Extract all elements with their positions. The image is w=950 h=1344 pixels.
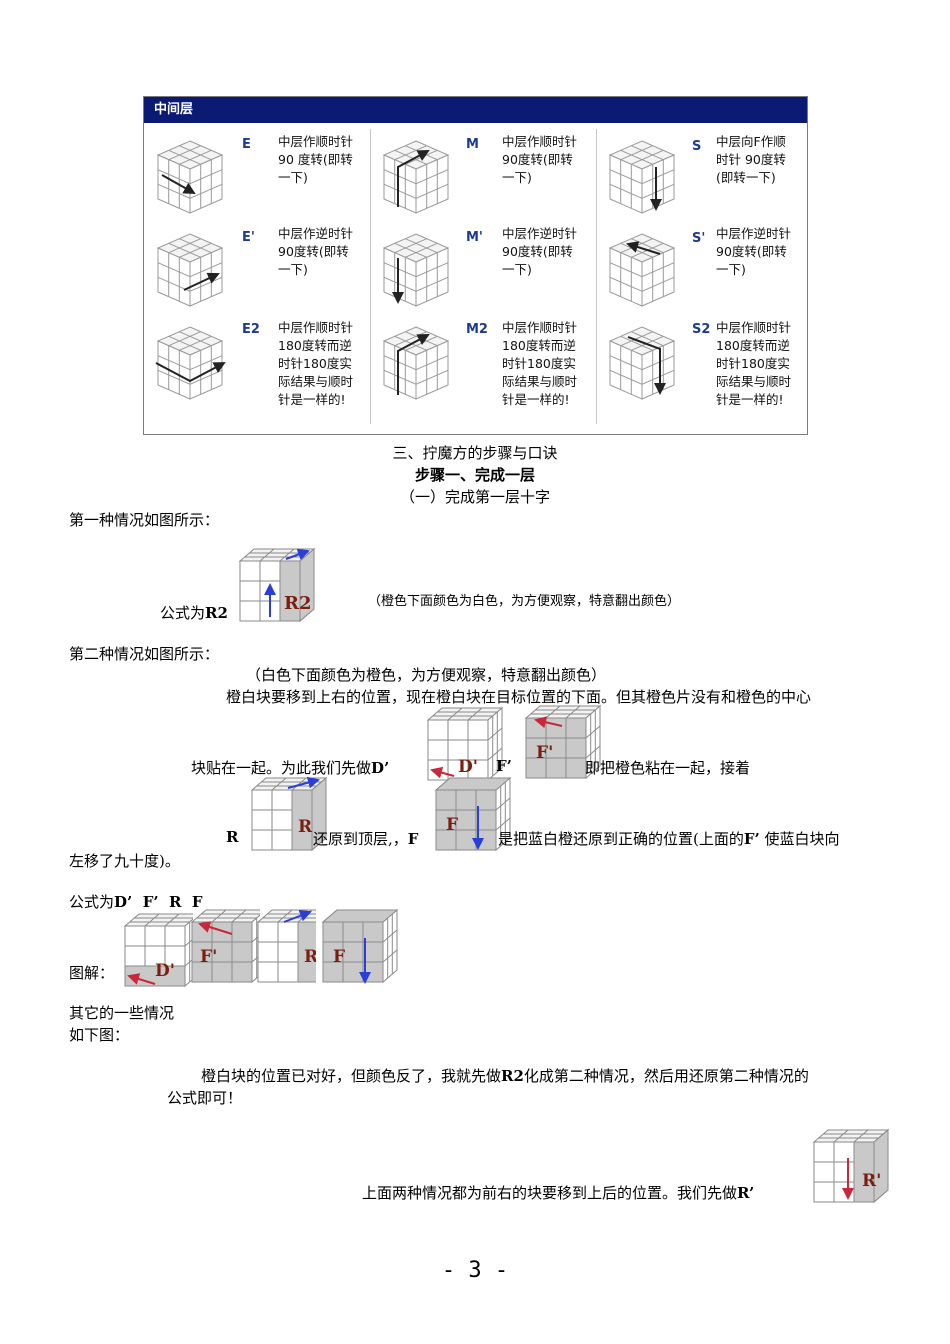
move-r2: R2 [501,1067,524,1085]
move-code-m2: M2 [466,322,488,337]
move-desc-m-prime: 中层作逆时针 90度转(即转 一下) [502,226,578,277]
para-text: 是把蓝白橙还原到正确的位置(上面的 [498,830,744,848]
others-para: 橙白块的位置已对好，但颜色反了，我就先做R2化成第二种情况，然后用还原第二种情况… [201,1065,809,1086]
cube-d-prime-illustration: D' [427,707,503,781]
cube-e-diagram [157,140,223,214]
cube-label: R2 [284,593,311,614]
cube-label: D' [458,757,478,777]
middle-layer-table: 中间层 E 中层作顺时针 90 度转(即转 一下) E' 中层作逆时针 90度转… [143,96,808,435]
others-line1: 其它的一些情况 [69,1004,175,1022]
move-code-e2: E2 [242,322,260,337]
formula-prefix: 公式为 [160,604,206,622]
cube-f-illustration: F [434,777,512,851]
section-title: 三、拧魔方的步骤与口诀 [392,444,558,462]
cube-r-illustration: R [251,776,327,852]
step-title: 步骤一、完成一层 [414,466,535,484]
cube-label: F [333,947,345,967]
column-divider [370,129,371,424]
cube-label: F' [200,947,217,967]
para-text: 上面两种情况都为前右的块要移到上后的位置。我们先做 [362,1184,738,1202]
move-d-prime: D’ [371,759,390,777]
cube-s2-diagram [609,326,675,400]
last-line: 上面两种情况都为前右的块要移到上后的位置。我们先做R’ [362,1182,754,1203]
diagram-cube-d-prime: D' [124,913,193,987]
case2-note: （白色下面颜色为橙色，为方便观察，特意翻出颜色） [246,666,607,684]
cube-s-prime-diagram [609,233,675,307]
cube-label: F' [536,743,553,763]
move-f: F [407,830,419,848]
cube-f-prime-illustration: F' [525,705,601,779]
cube-e-prime-diagram [157,233,223,307]
case1-note: （橙色下面颜色为白色，为方便观察，特意翻出颜色） [368,594,681,609]
move-r: R [226,828,239,846]
formula-value: D’ F’ R F [114,893,203,911]
cube-label: F [446,815,458,835]
para-text: 化成第二种情况，然后用还原第二种情况的 [523,1067,809,1085]
para-text: 块贴在一起。为此我们先做 [191,759,372,777]
case2-formula: 公式为D’ F’ R F [69,891,203,912]
case2-para4: 左移了九十度)。 [69,852,180,870]
cube-m2-diagram [383,326,449,400]
cube-r-prime-illustration: R' [813,1128,889,1204]
case2-para1: 橙白块要移到上右的位置，现在橙白块在目标位置的下面。但其橙色片没有和橙色的中心 [226,688,812,706]
cube-r2-illustration: R2 [239,547,315,623]
cube-label: D' [155,961,175,981]
move-desc-m: 中层作顺时针 90度转(即转 一下) [502,134,578,185]
para-text: 橙白块的位置已对好，但颜色反了，我就先做 [201,1067,502,1085]
case2-para2: 块贴在一起。为此我们先做D’ [191,757,389,778]
cube-label: R [304,947,316,967]
cube-m-prime-diagram [383,233,449,307]
move-desc-s: 中层向F作顺 时针 90度转 (即转一下) [716,134,786,185]
move-code-s: S [692,139,702,154]
move-desc-s-prime: 中层作逆时针 90度转(即转 一下) [716,226,792,277]
page-number: - 3 - [441,1258,509,1283]
move-r-prime: R’ [737,1184,755,1202]
case2-intro: 第二种情况如图所示： [69,645,220,663]
column-divider [596,129,597,424]
move-f-prime: F’ [496,757,512,775]
diagram-cube-r: R [257,909,316,983]
others-line2: 如下图： [69,1026,130,1044]
move-f-prime: F’ [743,830,760,848]
move-code-s-prime: S' [692,231,706,246]
diagram-label: 图解： [69,964,115,982]
cube-label: R [298,817,313,837]
move-code-m-prime: M' [466,230,483,245]
cube-m-diagram [383,140,449,214]
move-desc-m2: 中层作顺时针 180度转而逆 时针180度实 际结果与顺时 针是一样的! [502,320,578,407]
case2-r-label: R [226,828,238,846]
move-code-e: E [242,137,251,152]
cube-s-diagram [609,140,675,214]
table-header: 中间层 [144,97,807,123]
others-para-end: 公式即可！ [167,1089,243,1107]
case2-para2b: 即把橙色粘在一起，接着 [585,759,751,777]
case1-intro: 第一种情况如图所示： [69,511,220,529]
move-code-e-prime: E' [242,230,255,245]
sub-title: （一）完成第一层十字 [399,488,550,506]
para-text: 使蓝白块向 [764,830,840,848]
case2-para3b: 是把蓝白橙还原到正确的位置(上面的F’ 使蓝白块向 [498,828,840,849]
para-text: 还原到顶层,， [313,830,408,848]
move-desc-e2: 中层作顺时针 180度转而逆 时针180度实 际结果与顺时 针是一样的! [278,320,354,407]
cube-label: R' [862,1171,881,1191]
case2-f-prime-label: F’ [496,757,512,775]
move-desc-e-prime: 中层作逆时针 90度转(即转 一下) [278,226,354,277]
cube-e2-diagram [155,326,226,400]
diagram-cube-f-prime: F' [191,909,260,983]
diagram-cube-f: F [321,909,399,984]
move-desc-e: 中层作顺时针 90 度转(即转 一下) [278,134,354,185]
move-code-s2: S2 [692,322,711,337]
formula-value: R2 [205,604,228,622]
case1-formula: 公式为R2 [160,602,228,623]
move-desc-s2: 中层作顺时针 180度转而逆 时针180度实 际结果与顺时 针是一样的! [716,320,792,407]
case2-para3a: 还原到顶层,，F [313,828,418,849]
formula-prefix: 公式为 [69,893,115,911]
move-code-m: M [466,137,479,152]
